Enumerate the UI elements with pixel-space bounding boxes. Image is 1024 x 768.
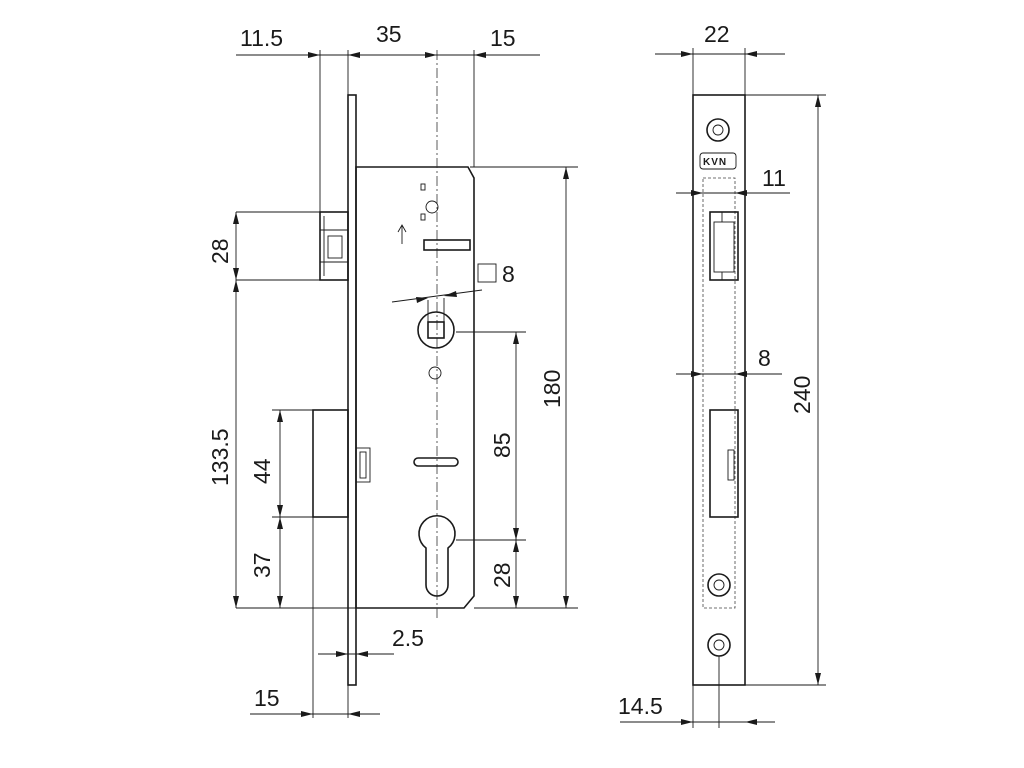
deadbolt-opening [709,409,739,518]
screw-top-icon [706,118,730,142]
spindle-hub [417,311,455,349]
screw-bottom-icon [707,633,731,657]
dim-15-bottom: 15 [254,685,280,711]
face-plate [347,94,357,686]
front-view: KVN [618,21,826,728]
dim-240: 240 [789,376,815,414]
deadbolt [312,409,349,518]
dim-8-face: 8 [758,345,771,371]
direction-arrow-icon [397,224,407,244]
dim-35: 35 [376,21,402,47]
dim-8-spindle: 8 [502,261,515,287]
dim-2-5: 2.5 [392,625,424,651]
dim-11: 11 [762,165,786,191]
screw-hole-top [425,200,439,214]
brand-logo: KVN [703,157,727,168]
dim-37: 37 [249,552,275,578]
square-symbol-icon [477,263,497,283]
dim-28-latch: 28 [207,238,233,264]
dim-14-5: 14.5 [618,693,663,719]
dim-133-5: 133.5 [207,428,233,486]
dim-180: 180 [539,370,565,408]
switch-slot [423,239,471,251]
dim-85: 85 [489,432,515,458]
dim-15-top: 15 [490,25,516,51]
latch-opening [709,211,739,281]
screw-mid-icon [707,573,731,597]
dim-44: 44 [249,458,275,484]
auxiliary-latch [355,447,371,483]
brand-logo-box [699,152,737,170]
latch-bolt [319,211,349,281]
cylinder-cutout [418,514,456,597]
dim-11-5: 11.5 [240,25,283,51]
screw-hole-mid [428,366,442,380]
dim-28-cylinder: 28 [489,562,515,588]
dim-22: 22 [704,21,730,47]
lock-body [355,166,475,609]
side-view: 11.5 35 15 8 2.5 15 28 133.5 44 37 85 28… [207,21,578,718]
slot [413,457,459,467]
